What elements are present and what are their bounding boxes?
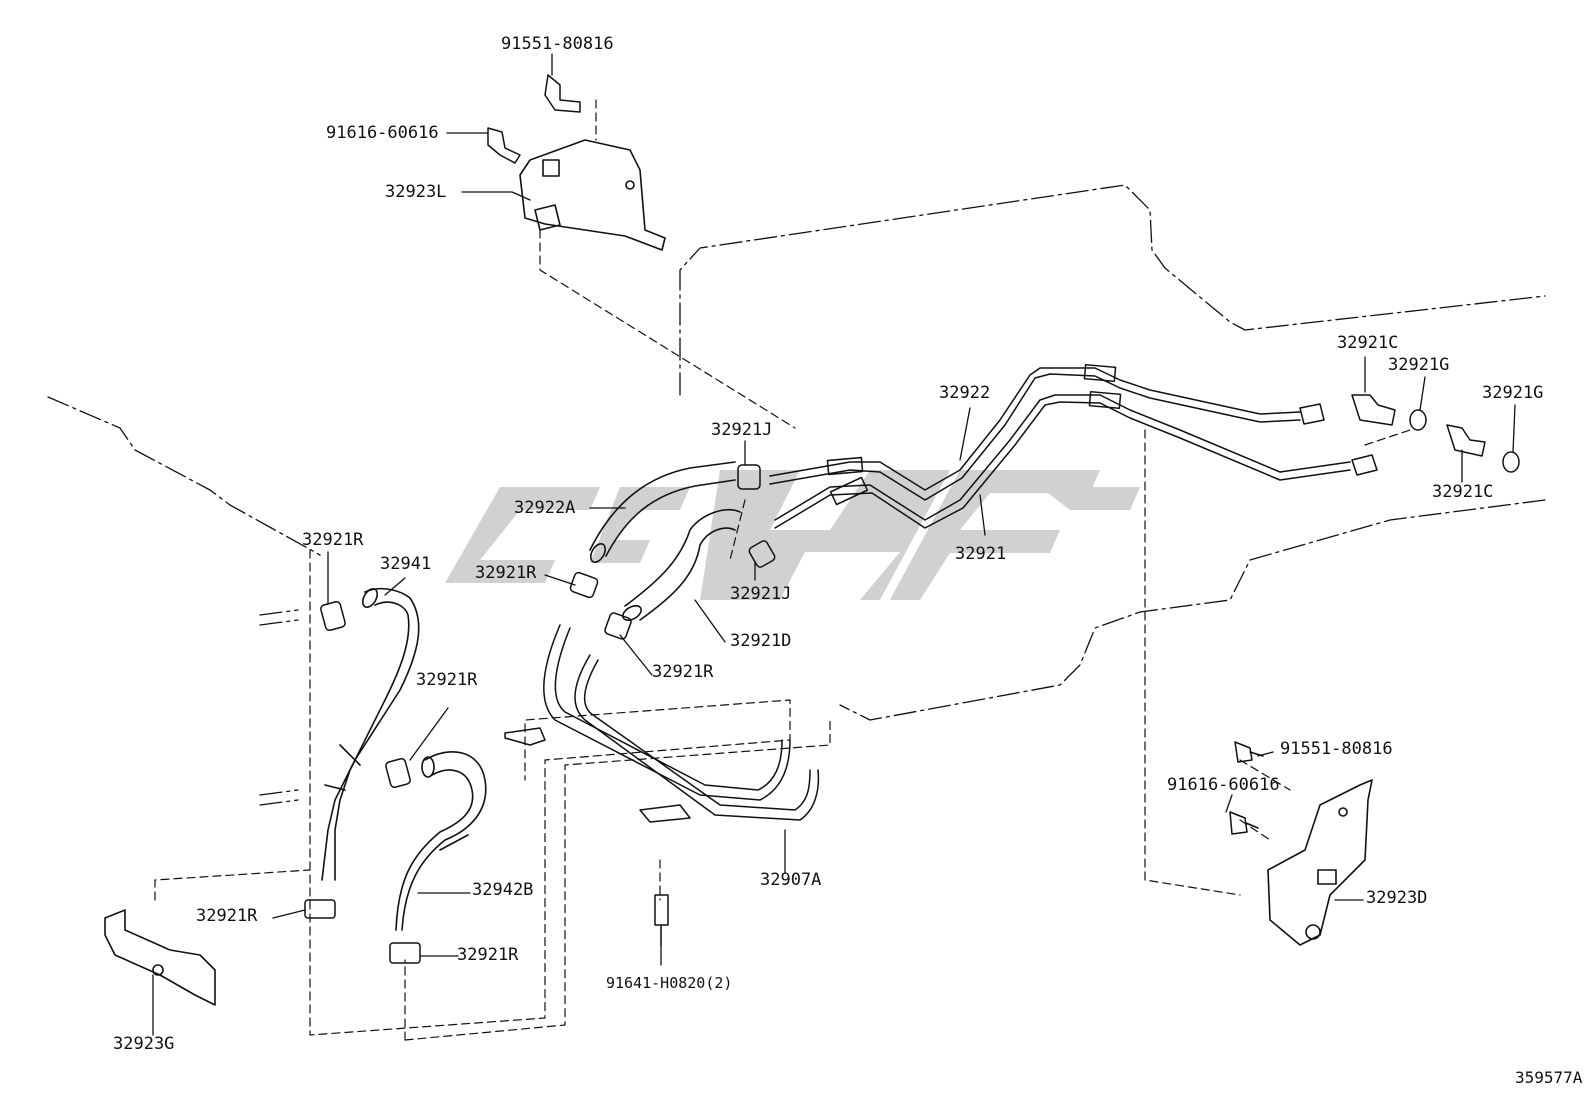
hose-32941 bbox=[321, 587, 420, 881]
reference-dashed-lines bbox=[154, 99, 1411, 1041]
part-label-32921R-3: 32921R bbox=[652, 662, 714, 682]
part-label-32923G: 32923G bbox=[113, 1034, 175, 1054]
part-label-32923D: 32923D bbox=[1366, 888, 1428, 908]
part-label-32921: 32921 bbox=[955, 544, 1007, 564]
fuel-hoses-upper bbox=[589, 461, 741, 622]
bracket-32923D bbox=[1267, 779, 1373, 946]
part-label-32923L: 32923L bbox=[385, 182, 447, 202]
part-label-32921D: 32921D bbox=[730, 631, 792, 651]
bracket-32923G bbox=[104, 909, 216, 1006]
part-label-32921R-1: 32921R bbox=[302, 530, 364, 550]
part-label-32921R-6: 32921R bbox=[457, 945, 519, 965]
part-label-32907A: 32907A bbox=[760, 870, 822, 890]
part-label-32921G-right: 32921G bbox=[1482, 383, 1544, 403]
part-label-32921C-top: 32921C bbox=[1337, 333, 1399, 353]
fasteners bbox=[487, 74, 1520, 946]
engine-outline bbox=[47, 184, 1546, 806]
tube-32907A bbox=[504, 624, 820, 823]
part-label-91551-80816-right: 91551-80816 bbox=[1280, 739, 1393, 759]
part-label-32921R-5: 32921R bbox=[196, 906, 258, 926]
part-label-32941: 32941 bbox=[380, 554, 432, 574]
leader-lines bbox=[152, 53, 1516, 1036]
part-label-32921R-4: 32921R bbox=[416, 670, 478, 690]
part-label-32922: 32922 bbox=[939, 383, 991, 403]
watermark-logo bbox=[445, 470, 1140, 600]
part-label-91616-60616-right: 91616-60616 bbox=[1167, 775, 1280, 795]
part-label-32921R-2: 32921R bbox=[475, 563, 537, 583]
part-label-32921G-left: 32921G bbox=[1388, 355, 1450, 375]
part-label-91616-60616-top: 91616-60616 bbox=[326, 123, 439, 143]
part-label-32921J-bottom: 32921J bbox=[730, 584, 792, 604]
part-label-32921C-bottom: 32921C bbox=[1432, 482, 1494, 502]
hose-32942B bbox=[395, 751, 487, 931]
part-label-91551-80816-top: 91551-80816 bbox=[501, 34, 614, 54]
bracket-32923L bbox=[519, 139, 666, 251]
fuel-pipes bbox=[769, 363, 1351, 529]
part-label-32921J-top: 32921J bbox=[711, 420, 773, 440]
diagram-reference-number: 359577A bbox=[1515, 1068, 1583, 1087]
part-label-91641-H0820: 91641-H0820(2) bbox=[606, 974, 733, 992]
clips bbox=[304, 464, 776, 964]
part-label-32942B: 32942B bbox=[472, 880, 534, 900]
part-label-32922A: 32922A bbox=[514, 498, 576, 518]
